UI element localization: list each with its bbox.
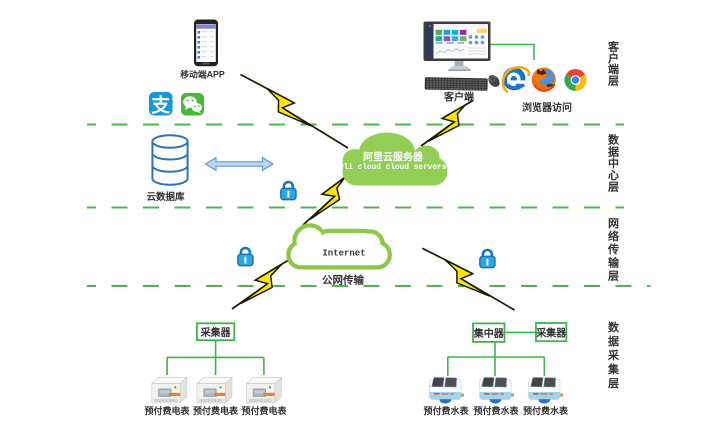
svg-text:预付费水表: 预付费水表 xyxy=(423,405,469,416)
svg-text:采集器: 采集器 xyxy=(535,326,567,339)
svg-text:公网传输: 公网传输 xyxy=(322,274,364,287)
svg-text:阿里云服务器: 阿里云服务器 xyxy=(363,151,424,164)
svg-text:网络传输层: 网络传输层 xyxy=(607,217,620,283)
svg-text:预付费水表: 预付费水表 xyxy=(523,405,569,416)
svg-text:Internet: Internet xyxy=(322,249,365,259)
svg-text:集中器: 集中器 xyxy=(473,327,505,340)
svg-text:客户端: 客户端 xyxy=(443,90,474,103)
svg-text:客户端层: 客户端层 xyxy=(607,40,620,88)
svg-text:预付费电表: 预付费电表 xyxy=(193,405,239,416)
svg-text:预付费水表: 预付费水表 xyxy=(473,405,519,416)
svg-text:数据采集层: 数据采集层 xyxy=(607,320,620,390)
svg-text:数据中心层: 数据中心层 xyxy=(607,133,620,194)
svg-text:浏览器访问: 浏览器访问 xyxy=(522,101,572,114)
svg-text:li cloud cloud servers: li cloud cloud servers xyxy=(344,163,447,172)
svg-text:支: 支 xyxy=(150,95,171,117)
svg-text:预付费电表: 预付费电表 xyxy=(241,405,287,416)
svg-text:云数据库: 云数据库 xyxy=(146,191,185,203)
svg-text:移动端APP: 移动端APP xyxy=(180,69,225,80)
svg-text:预付费电表: 预付费电表 xyxy=(144,405,190,416)
svg-text:采集器: 采集器 xyxy=(200,326,232,339)
